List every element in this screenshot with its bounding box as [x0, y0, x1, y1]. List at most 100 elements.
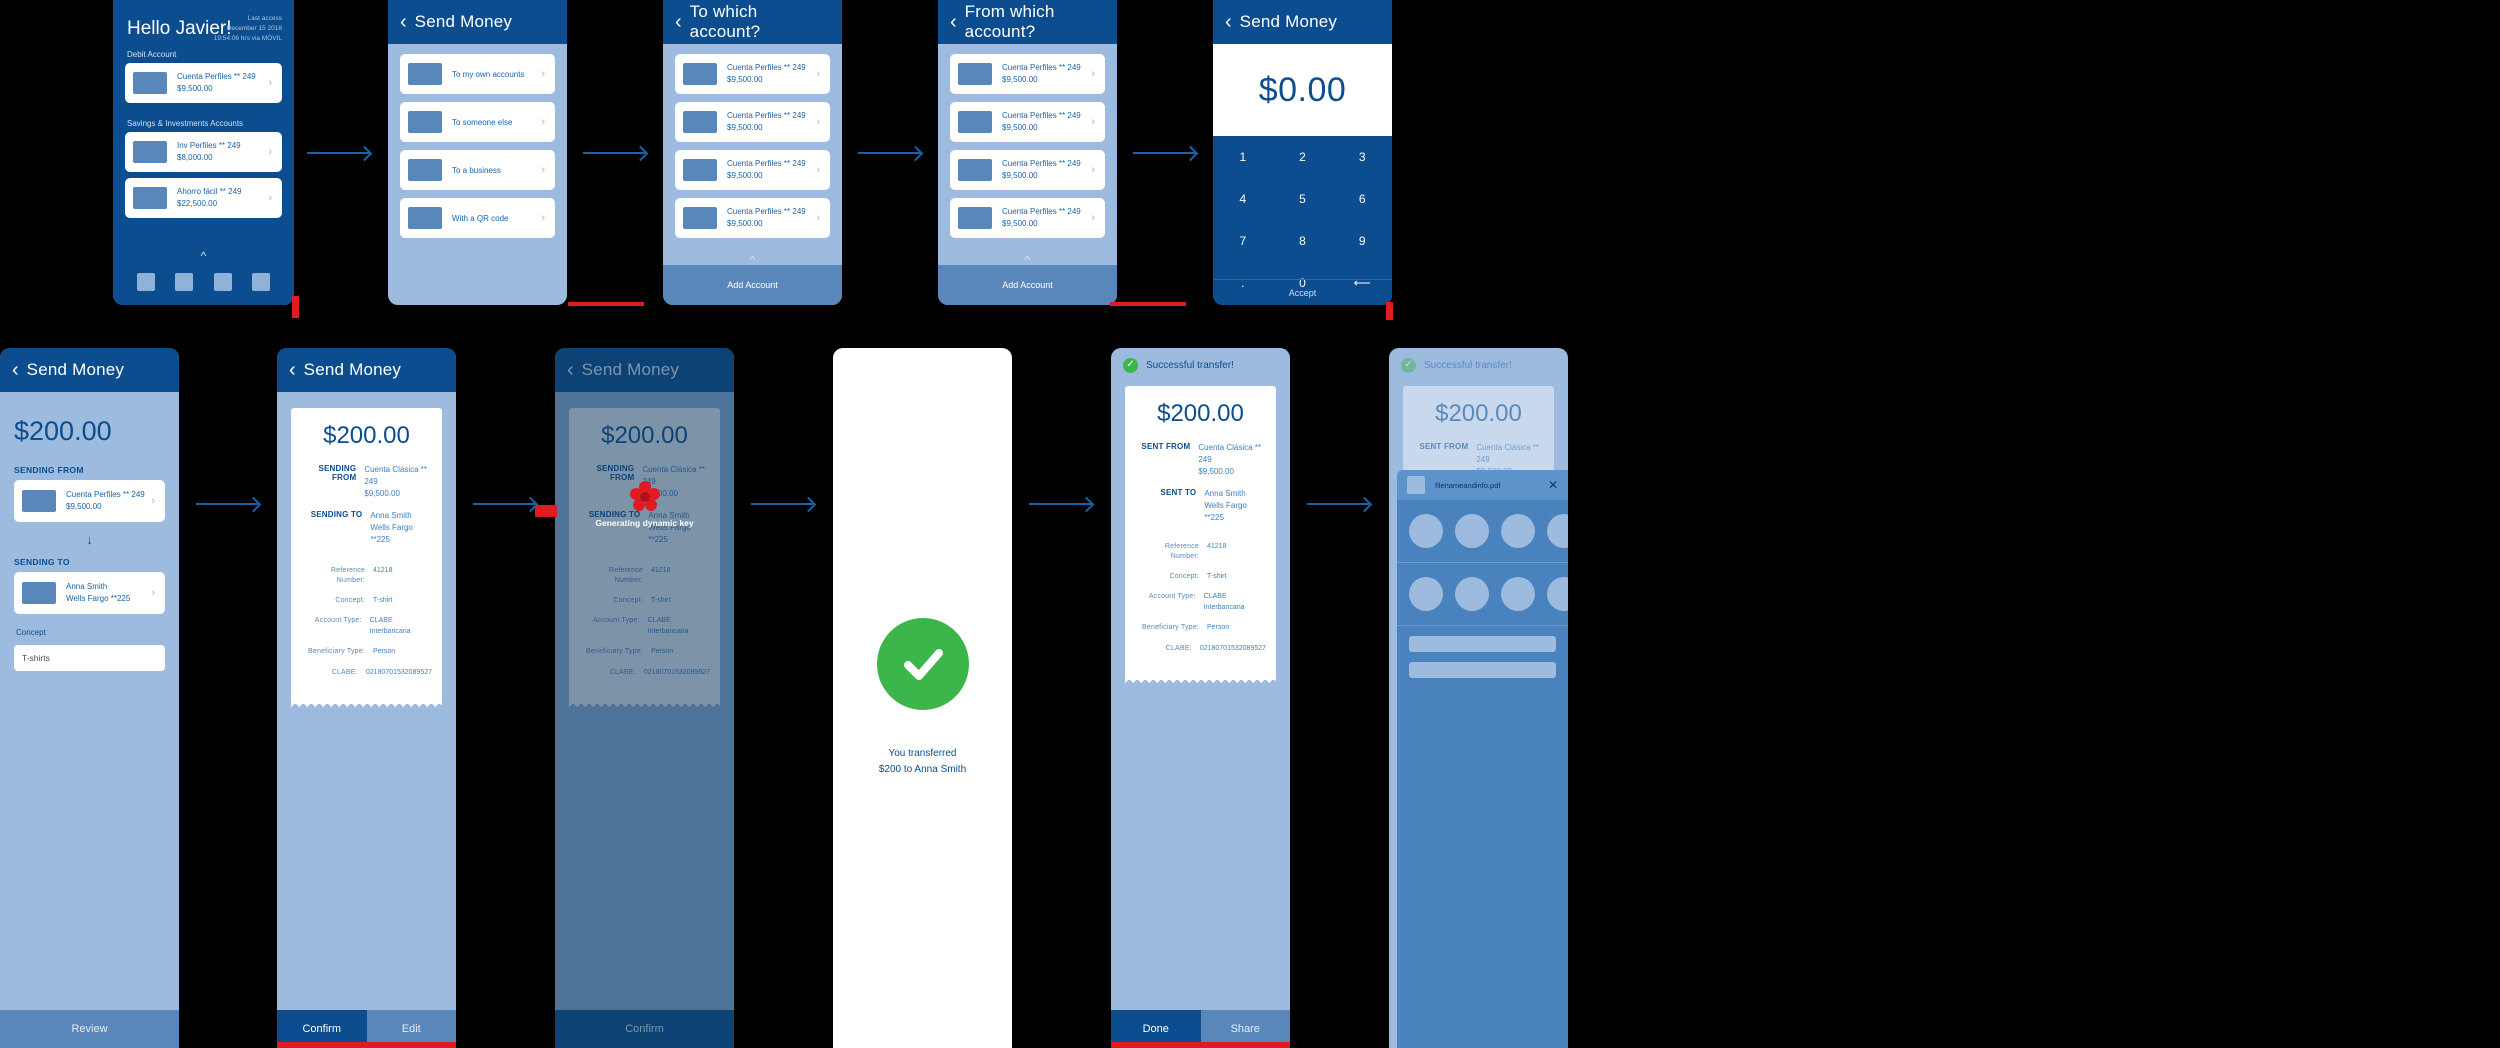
account-list: Cuenta Perfiles ** 249 $9,500.00 › Cuent…	[938, 44, 1117, 256]
list-item[interactable]: Cuenta Perfiles ** 249 $9,500.00 ›	[675, 54, 830, 94]
greeting: Hello Javier!	[127, 18, 232, 39]
review-button[interactable]: Review	[0, 1010, 179, 1048]
add-account-button[interactable]: Add Account	[938, 265, 1117, 305]
key-5[interactable]: 5	[1299, 192, 1306, 206]
chevron-right-icon: ›	[1091, 164, 1095, 176]
receipt-footer: Done Share	[1111, 1010, 1290, 1048]
account-list: Cuenta Perfiles ** 249 $9,500.00 › Cuent…	[663, 44, 842, 256]
share-target-icon[interactable]	[1501, 514, 1535, 548]
key-8[interactable]: 8	[1299, 234, 1306, 248]
back-icon[interactable]: ‹	[950, 11, 957, 33]
chevron-up-icon[interactable]: ^	[200, 249, 207, 263]
share-target-icon[interactable]	[1455, 514, 1489, 548]
success-message: You transferred $200 to Anna Smith	[878, 748, 967, 775]
detail-row: Account Type: CLABE Interbancaria	[1148, 593, 1245, 611]
option-to-someone-else[interactable]: To someone else ›	[400, 102, 555, 142]
flow-arrow-1	[307, 152, 369, 154]
sending-from-row: SENDING FROM Cuenta Clásica ** 249 $9,50…	[318, 464, 428, 498]
sending-to-card[interactable]: Anna Smith Wells Fargo **225 ›	[14, 572, 165, 614]
sent-to-row: SENT TO Anna Smith Wells Fargo **225	[1160, 488, 1247, 522]
edit-button[interactable]: Edit	[366, 1010, 456, 1048]
share-target-icon[interactable]	[1409, 577, 1443, 611]
chevron-right-icon: ›	[816, 68, 820, 80]
add-account-button[interactable]: Add Account	[663, 265, 842, 305]
share-button[interactable]: Share	[1200, 1010, 1290, 1048]
amount-value: $200.00	[1435, 400, 1522, 427]
account-thumb-icon	[133, 141, 167, 163]
screen-from-which-account: ‹ From which account? Cuenta Perfiles **…	[938, 0, 1117, 305]
account-card-savings-1[interactable]: Inv Perfiles ** 249 $8,000.00 ›	[125, 132, 282, 172]
list-item[interactable]: Cuenta Perfiles ** 249 $9,500.00 ›	[675, 102, 830, 142]
amount-value: $200.00	[14, 416, 112, 446]
chevron-right-icon: ›	[1091, 68, 1095, 80]
list-item[interactable]: Cuenta Perfiles ** 249 $9,500.00 ›	[950, 54, 1105, 94]
flow-arrow-4	[1133, 152, 1195, 154]
divider	[1397, 625, 1568, 626]
share-action-row[interactable]	[1409, 636, 1556, 652]
close-icon[interactable]: ✕	[1547, 478, 1558, 492]
option-to-a-business[interactable]: To a business ›	[400, 150, 555, 190]
red-marker	[1386, 302, 1393, 320]
spinner-icon	[628, 480, 662, 514]
key-2[interactable]: 2	[1299, 150, 1306, 164]
tab-item-2-icon[interactable]	[175, 273, 194, 291]
share-target-icon[interactable]	[1547, 577, 1568, 611]
option-thumb-icon	[408, 207, 442, 229]
page-title: From which account?	[964, 2, 1055, 41]
share-action-row[interactable]	[1409, 662, 1556, 678]
list-item[interactable]: Cuenta Perfiles ** 249 $9,500.00 ›	[675, 198, 830, 238]
option-with-a-qr-code[interactable]: With a QR code ›	[400, 198, 555, 238]
nav-bar: ‹ Send Money	[1213, 0, 1392, 44]
back-icon[interactable]: ‹	[1225, 11, 1232, 33]
back-icon[interactable]: ‹	[289, 359, 296, 381]
chevron-up-icon[interactable]: ^	[749, 253, 756, 267]
share-target-icon[interactable]	[1409, 514, 1443, 548]
back-icon[interactable]: ‹	[400, 11, 407, 33]
done-button[interactable]: Done	[1111, 1010, 1201, 1048]
tab-item-3-icon[interactable]	[213, 273, 232, 291]
screen-send-money-options: ‹ Send Money To my own accounts › To som…	[388, 0, 567, 305]
tab-item-4-icon[interactable]	[251, 273, 270, 291]
back-icon[interactable]: ‹	[12, 359, 19, 381]
sending-from-card[interactable]: Cuenta Perfiles ** 249 $9,500.00 ›	[14, 480, 165, 522]
list-item[interactable]: Cuenta Perfiles ** 249 $9,500.00 ›	[950, 198, 1105, 238]
screen-home: Hello Javier! Last access December 15 20…	[113, 0, 294, 305]
check-icon	[876, 618, 969, 710]
account-card-savings-2[interactable]: Ahorro fácil ** 249 $22,500.00 ›	[125, 178, 282, 218]
account-card-debit[interactable]: Cuenta Perfiles ** 249 $9,500.00 ›	[125, 63, 282, 103]
chevron-right-icon: ›	[541, 164, 545, 176]
loading-overlay	[555, 348, 734, 1048]
debit-section-label: Debit Account	[127, 50, 177, 59]
back-icon[interactable]: ‹	[675, 11, 682, 33]
key-decimal[interactable]: .	[1241, 276, 1245, 290]
key-1[interactable]: 1	[1239, 150, 1247, 164]
key-7[interactable]: 7	[1239, 234, 1247, 248]
concept-input[interactable]: T-shirts	[14, 645, 165, 671]
share-target-icon[interactable]	[1455, 577, 1489, 611]
list-item[interactable]: Cuenta Perfiles ** 249 $9,500.00 ›	[950, 150, 1105, 190]
key-4[interactable]: 4	[1239, 192, 1247, 206]
option-thumb-icon	[408, 63, 442, 85]
nav-bar: ‹ Send Money	[388, 0, 567, 44]
red-marker	[568, 302, 644, 306]
amount-value: $200.00	[1157, 400, 1244, 427]
tab-item-1-icon[interactable]	[137, 273, 156, 291]
detail-row: Beneficiary Type: Person	[308, 648, 396, 656]
share-target-icon[interactable]	[1501, 577, 1535, 611]
key-3[interactable]: 3	[1358, 150, 1366, 164]
transfer-receipt: $200.00 SENT FROM Cuenta Clásica ** 249 …	[1125, 386, 1276, 688]
option-to-my-own-accounts[interactable]: To my own accounts ›	[400, 54, 555, 94]
key-0[interactable]: 0	[1299, 276, 1306, 290]
accept-button[interactable]: Accept	[1213, 279, 1392, 305]
key-9[interactable]: 9	[1358, 234, 1366, 248]
share-target-icon[interactable]	[1547, 514, 1568, 548]
chevron-up-icon[interactable]: ^	[1024, 253, 1031, 267]
key-6[interactable]: 6	[1358, 192, 1366, 206]
confirm-button[interactable]: Confirm	[277, 1010, 367, 1048]
list-item[interactable]: Cuenta Perfiles ** 249 $9,500.00 ›	[950, 102, 1105, 142]
flow-arrow-7	[751, 503, 813, 505]
amount-value: $200.00	[323, 422, 410, 449]
detail-row: Account Type: CLABE Interbancaria	[314, 617, 411, 635]
list-item[interactable]: Cuenta Perfiles ** 249 $9,500.00 ›	[675, 150, 830, 190]
